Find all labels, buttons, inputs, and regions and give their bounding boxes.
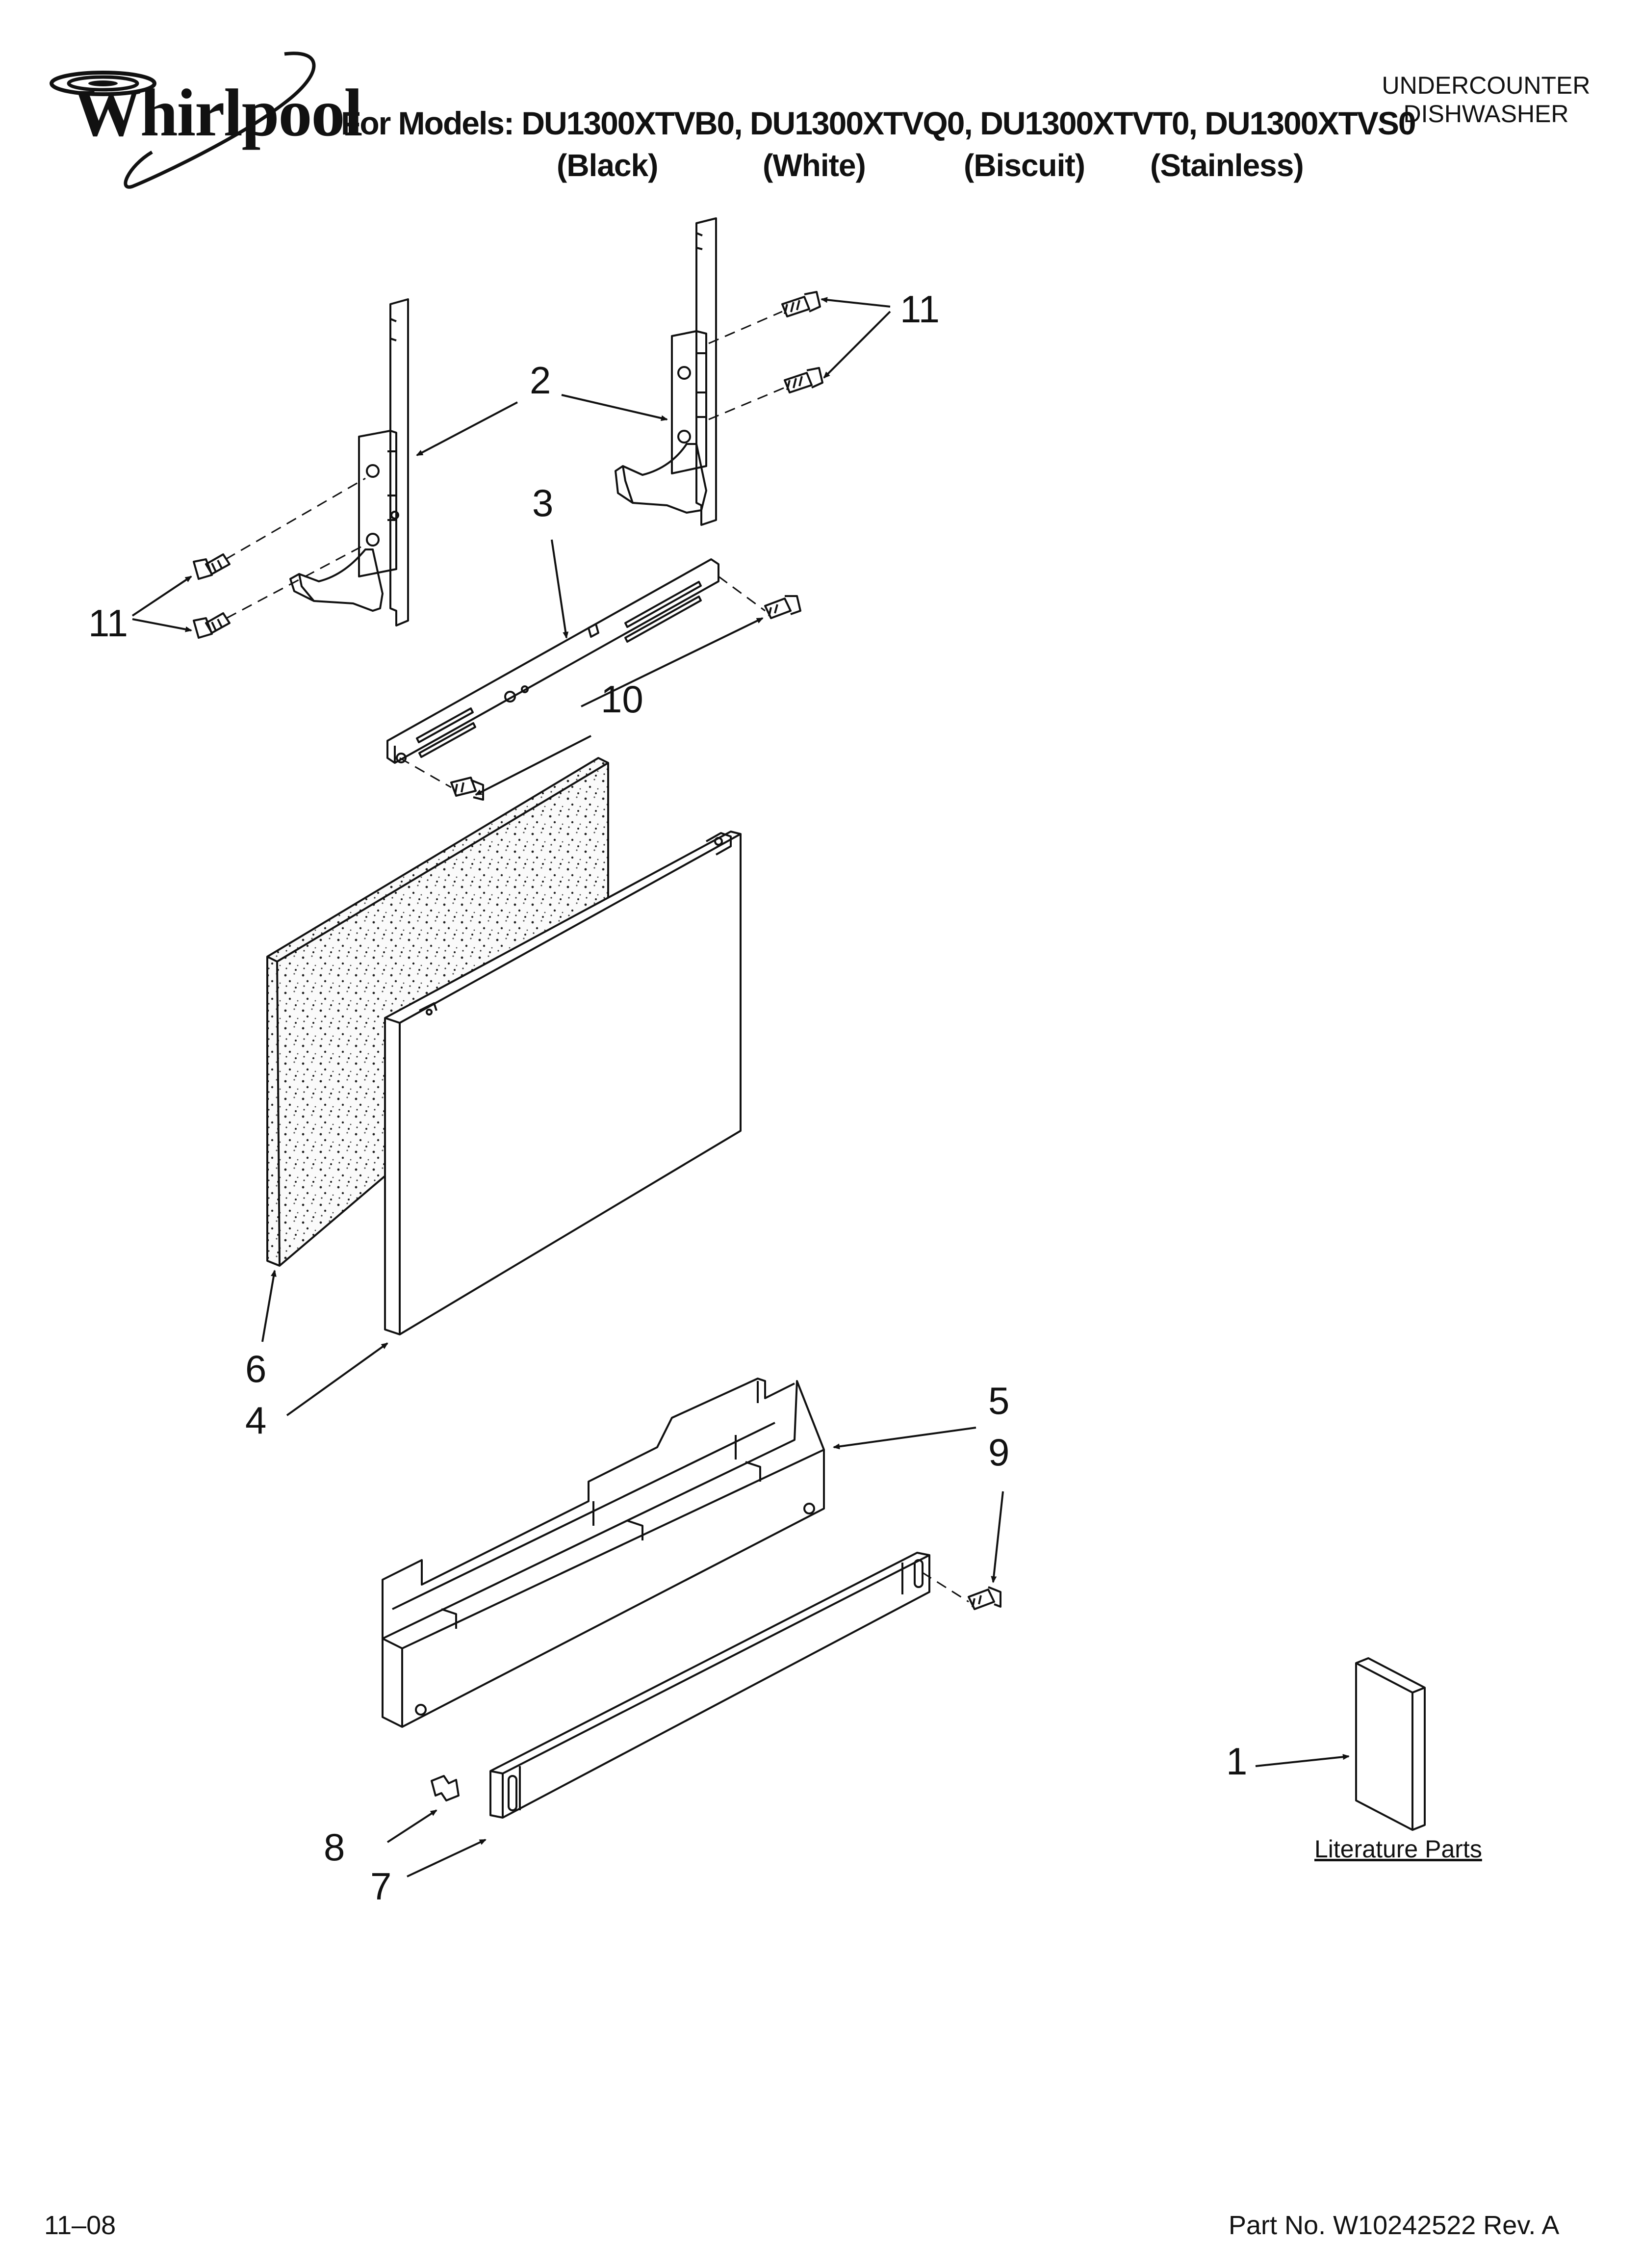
callout-8: 8 <box>324 1825 345 1869</box>
callout-2: 2 <box>530 359 551 402</box>
mounting-rail <box>386 558 719 764</box>
callout-5: 5 <box>988 1379 1010 1422</box>
screw-10-right <box>764 595 801 619</box>
literature-booklet <box>1355 1657 1426 1831</box>
callout-4: 4 <box>245 1399 267 1442</box>
color-black: (Black) <box>557 148 658 183</box>
literature-parts-label: Literature Parts <box>1314 1835 1482 1863</box>
callout-1: 1 <box>1226 1740 1248 1783</box>
product-type: UNDERCOUNTER DISHWASHER <box>1359 71 1614 128</box>
alignment-lines <box>225 311 969 1603</box>
screw-10-left <box>450 777 484 801</box>
screw-11-right-lower <box>784 367 823 393</box>
screw-11-left-lower <box>193 612 231 639</box>
product-line-2: DISHWASHER <box>1403 100 1569 128</box>
footer-date: 11–08 <box>44 2211 116 2240</box>
callout-10: 10 <box>601 678 643 721</box>
screw-11-right-upper <box>781 291 821 317</box>
callout-3: 3 <box>532 481 554 524</box>
logo-swirl-icon <box>50 52 316 189</box>
hinge-screw-group <box>193 291 823 639</box>
footer-part-number: Part No. W10242522 Rev. A <box>1229 2211 1560 2240</box>
outer-door-panel <box>384 831 742 1335</box>
kick-plate-clip <box>431 1775 460 1801</box>
color-stainless: (Stainless) <box>1150 148 1304 183</box>
toe-kick-bracket <box>382 1378 825 1728</box>
callout-11-left: 11 <box>88 601 128 645</box>
callout-6: 6 <box>245 1347 267 1390</box>
color-white: (White) <box>763 148 866 183</box>
toe-kick-plate <box>489 1552 930 1819</box>
right-hinge-bracket <box>615 217 717 526</box>
callout-11-right: 11 <box>900 287 940 331</box>
leader-arrows <box>131 297 1350 1877</box>
left-hinge-bracket <box>289 298 409 626</box>
callout-9: 9 <box>988 1431 1010 1474</box>
kick-plate-screw <box>968 1586 1001 1610</box>
callout-7: 7 <box>370 1865 392 1908</box>
brand-wordmark: Whirlpool <box>74 75 363 150</box>
screw-11-left-upper <box>193 553 231 580</box>
product-line-1: UNDERCOUNTER <box>1382 72 1591 99</box>
color-biscuit: (Biscuit) <box>964 148 1085 183</box>
models-heading: For Models: DU1300XTVB0, DU1300XTVQ0, DU… <box>341 105 1416 141</box>
